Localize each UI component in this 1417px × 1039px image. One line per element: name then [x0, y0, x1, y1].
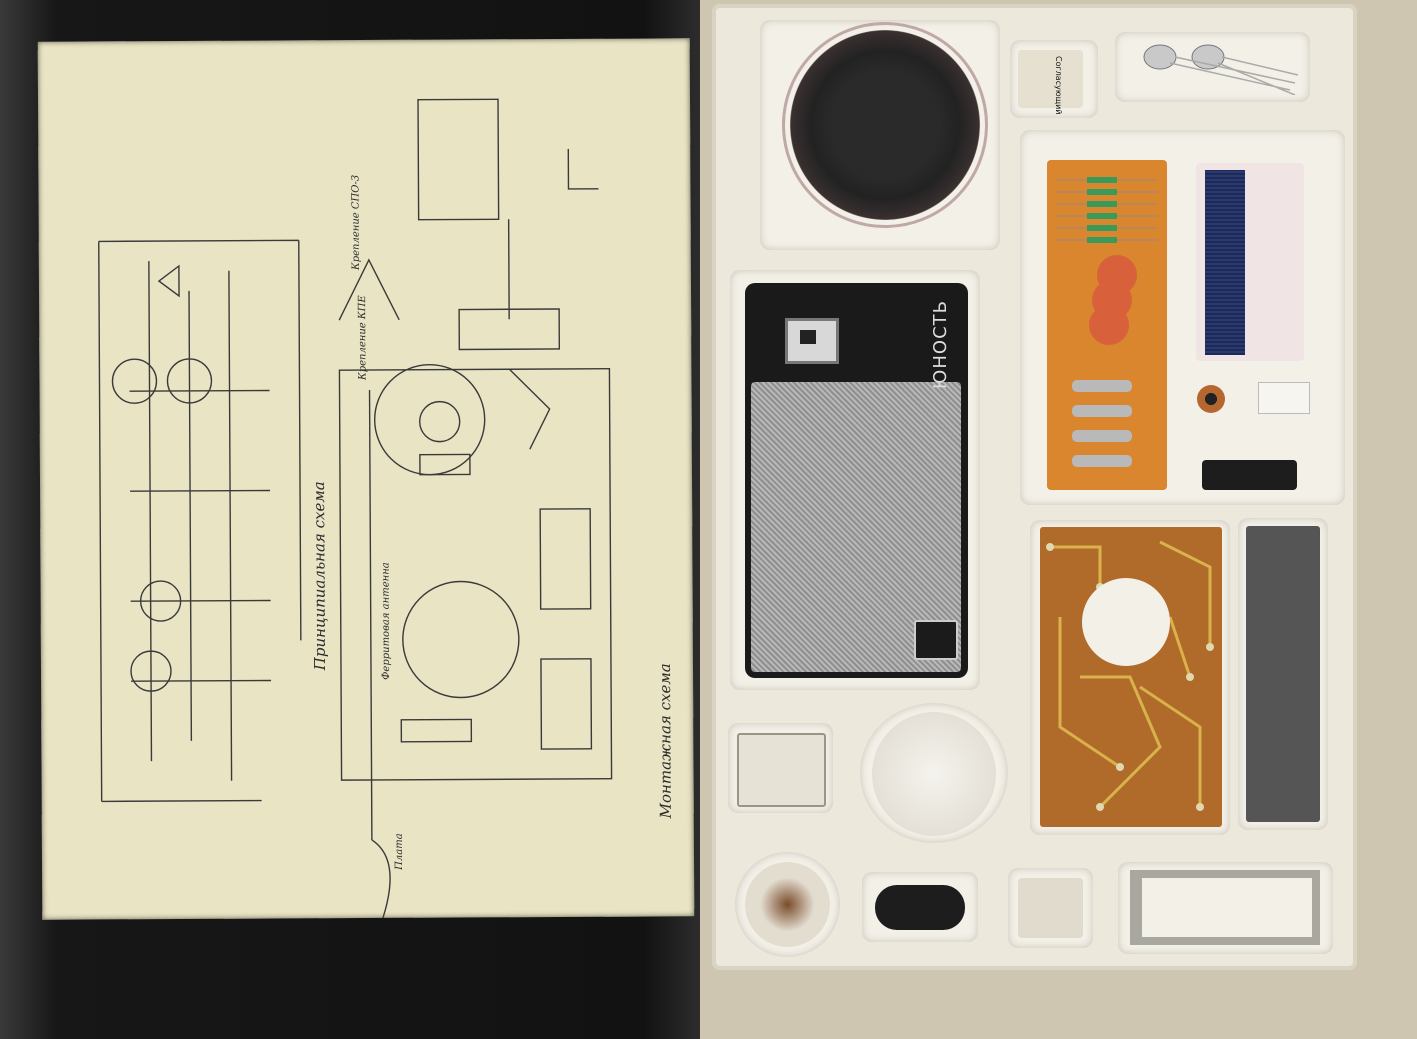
coil — [1197, 385, 1225, 413]
metal-bracket — [1130, 870, 1320, 945]
ferrite-rod — [1246, 526, 1320, 822]
plate-label: Плата — [393, 833, 406, 870]
battery-connector — [875, 885, 965, 930]
speaker-rim — [782, 22, 988, 228]
variable-capacitor — [737, 733, 826, 807]
battery-clip — [1202, 460, 1297, 490]
schematic-drawing — [98, 98, 613, 920]
resistor-board-parts — [1057, 177, 1157, 467]
assembly-title: Монтажная схема — [655, 663, 675, 819]
kpe-mount-label: Крепление КПЕ — [357, 295, 369, 381]
tuning-dial — [872, 712, 996, 836]
ferrite-antenna-label: Ферритовая антенна — [380, 562, 393, 680]
pcb-speaker-hole — [1082, 578, 1170, 666]
pcb-traces — [1046, 540, 1214, 811]
radio-grille — [751, 382, 961, 672]
main-pcb — [1040, 527, 1222, 827]
resistor-board — [1047, 160, 1167, 490]
speaker — [790, 30, 980, 220]
schematic-title: Принципиальная схема — [310, 481, 330, 671]
radio-brand: ЮНОСТЬ — [930, 300, 951, 390]
potentiometer — [745, 862, 830, 947]
blue-wire-coil — [1205, 170, 1245, 355]
spo-mount-label: Крепление СПО-3 — [350, 174, 362, 271]
schematic-sheet: Принципиальная схема Монтажная схема Фер… — [37, 38, 695, 920]
transistors — [1143, 44, 1299, 95]
radio-logo — [914, 620, 958, 660]
matching-transformer: Согласующий — [1018, 50, 1083, 115]
connector-clip — [1258, 382, 1310, 414]
radio-dial-window-inner — [800, 330, 816, 344]
output-transformer — [1018, 878, 1083, 938]
transformer-label: Согласующий — [1054, 56, 1063, 115]
